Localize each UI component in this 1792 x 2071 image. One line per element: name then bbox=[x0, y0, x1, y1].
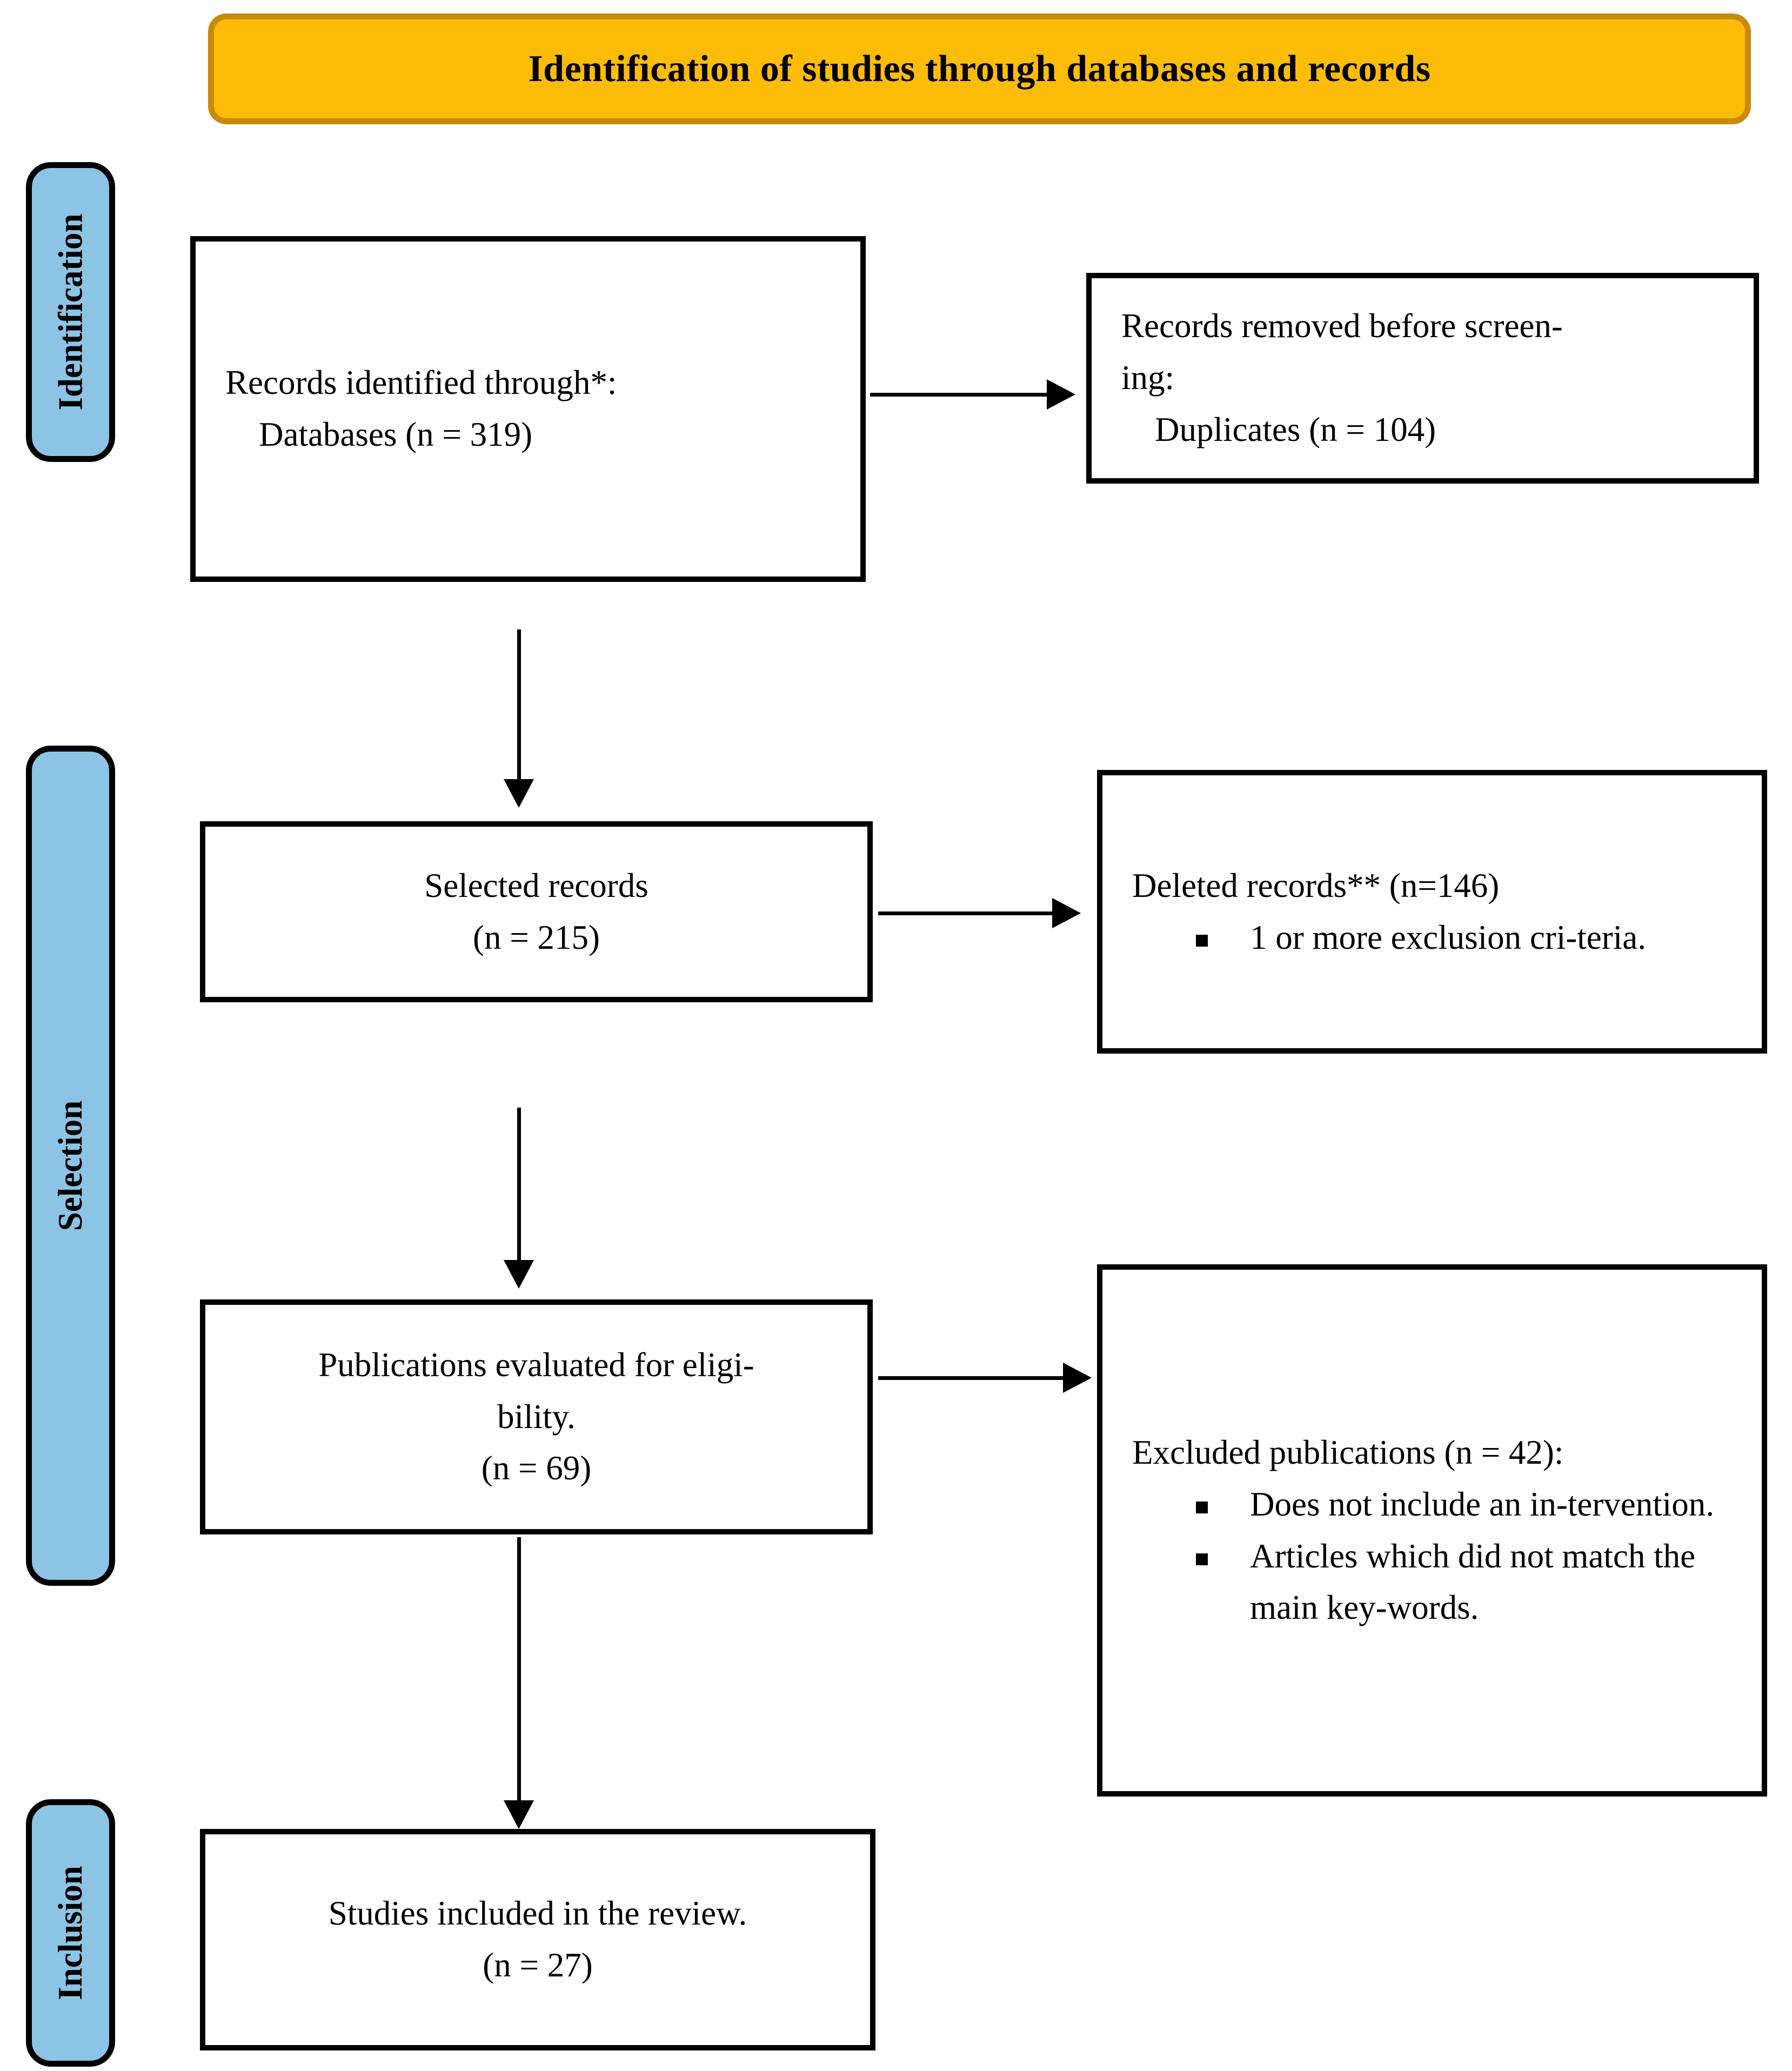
records-identified-line-1: Records identified through*: bbox=[225, 364, 617, 402]
excluded-publications-bullet-1: Does not include an in-tervention. bbox=[1132, 1479, 1740, 1531]
square-bullet-icon bbox=[1196, 1501, 1208, 1513]
diagram-title: Identification of studies through databa… bbox=[528, 48, 1431, 90]
records-removed-line-3: Duplicates (n = 104) bbox=[1155, 410, 1436, 448]
arrow-eligibility-to-excluded bbox=[878, 1362, 1092, 1394]
selected-records-line-1: Selected records bbox=[424, 866, 648, 904]
studies-included-line-2: (n = 27) bbox=[483, 1946, 593, 1984]
arrow-identified-to-removed bbox=[870, 378, 1075, 411]
box-records-removed: Records removed before screen- ing: Dupl… bbox=[1086, 273, 1759, 484]
publications-eligibility-line-2: bility. bbox=[497, 1397, 576, 1436]
arrow-selected-to-eligibility bbox=[503, 1108, 535, 1289]
box-deleted-records: Deleted records** (n=146) 1 or more excl… bbox=[1097, 770, 1767, 1054]
stage-tab-selection: Selection bbox=[26, 746, 115, 1586]
excluded-publications-line-1: Excluded publications (n = 42): bbox=[1132, 1433, 1564, 1471]
excluded-publications-bullet-1-text: Does not include an in-tervention. bbox=[1250, 1485, 1715, 1523]
box-publications-eligibility: Publications evaluated for eligi- bility… bbox=[200, 1299, 873, 1534]
arrow-selected-to-deleted bbox=[878, 897, 1081, 929]
excluded-publications-bullet-2-text: Articles which did not match the main ke… bbox=[1250, 1537, 1696, 1627]
deleted-records-bullet: 1 or more exclusion cri-teria. bbox=[1132, 912, 1740, 964]
stage-tab-selection-label: Selection bbox=[51, 1100, 90, 1231]
deleted-records-bullet-text: 1 or more exclusion cri-teria. bbox=[1250, 918, 1646, 956]
records-removed-line-2: ing: bbox=[1121, 359, 1175, 397]
stage-tab-identification-label: Identification bbox=[51, 213, 90, 411]
stage-tab-inclusion: Inclusion bbox=[26, 1799, 115, 2067]
selected-records-line-2: (n = 215) bbox=[473, 918, 600, 956]
square-bullet-icon bbox=[1196, 1553, 1208, 1565]
box-selected-records: Selected records (n = 215) bbox=[200, 821, 873, 1002]
diagram-header-banner: Identification of studies through databa… bbox=[208, 14, 1751, 124]
deleted-records-line-1: Deleted records** (n=146) bbox=[1132, 866, 1500, 904]
box-excluded-publications: Excluded publications (n = 42): Does not… bbox=[1097, 1264, 1767, 1797]
box-records-identified: Records identified through*: Databases (… bbox=[190, 236, 866, 582]
records-removed-line-1: Records removed before screen- bbox=[1121, 307, 1563, 345]
box-studies-included: Studies included in the review. (n = 27) bbox=[200, 1829, 875, 2050]
publications-eligibility-line-3: (n = 69) bbox=[481, 1449, 592, 1487]
stage-tab-inclusion-label: Inclusion bbox=[51, 1866, 89, 2000]
records-identified-line-2: Databases (n = 319) bbox=[259, 415, 533, 453]
studies-included-line-1: Studies included in the review. bbox=[328, 1894, 747, 1933]
arrow-identified-to-selected bbox=[503, 629, 535, 808]
stage-tab-identification: Identification bbox=[26, 162, 115, 462]
arrow-eligibility-to-included bbox=[503, 1537, 535, 1829]
publications-eligibility-line-1: Publications evaluated for eligi- bbox=[318, 1345, 754, 1384]
square-bullet-icon bbox=[1196, 934, 1208, 947]
excluded-publications-bullet-2: Articles which did not match the main ke… bbox=[1132, 1531, 1740, 1634]
